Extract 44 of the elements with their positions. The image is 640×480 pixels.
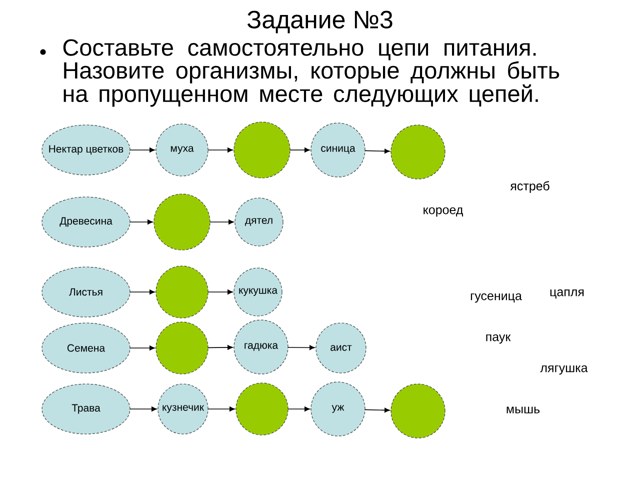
circle-node: аист [316, 322, 366, 374]
arrow [208, 406, 235, 412]
circle-node: дятел [234, 198, 284, 246]
word-label: цапля [550, 289, 584, 299]
arrow [210, 220, 234, 224]
arrow [130, 290, 155, 294]
oval: Древесина [42, 196, 130, 248]
circle-node: муха [156, 124, 208, 176]
instruction-text: Составьте самостоятельно цепи питания. Назовите организмы, которые должны быть на пропущенном месте следующих цепей. [63, 39, 560, 107]
arrow [364, 408, 390, 413]
arrow [290, 148, 310, 152]
blank-circle [154, 194, 210, 250]
arrow [208, 148, 233, 152]
title: Задание №3 [247, 10, 392, 34]
blank-circle [236, 382, 288, 436]
arrow [130, 346, 155, 350]
arrow [288, 406, 310, 412]
word-label: мышь [506, 406, 540, 414]
arrow [288, 345, 315, 350]
arrow [208, 345, 233, 350]
circle-node: кукушка [234, 268, 282, 316]
circle-node: гадюка [234, 320, 288, 374]
blank-circle [234, 122, 290, 178]
arrow [130, 406, 157, 412]
circle-node: уж [310, 382, 366, 436]
word-label: лягушка [540, 365, 588, 375]
blank-circle [156, 322, 208, 374]
arrow [364, 148, 390, 154]
circle-node: синица [310, 122, 366, 178]
blank-circle [390, 124, 446, 180]
oval: Листья [42, 266, 130, 318]
circle-node: кузнечик [158, 384, 208, 434]
word-label: короед [424, 207, 463, 217]
oval: Нектар цветков [42, 124, 130, 176]
blank-circle [156, 266, 208, 318]
word-label: паук [486, 334, 511, 344]
word-label: ястреб [510, 181, 550, 193]
oval: Семена [42, 322, 130, 374]
arrow [208, 290, 233, 294]
arrow [130, 148, 155, 152]
oval: Трава [42, 384, 130, 434]
word-label: гусеница [470, 293, 522, 303]
arrow [130, 220, 153, 224]
blank-circle [390, 384, 446, 438]
